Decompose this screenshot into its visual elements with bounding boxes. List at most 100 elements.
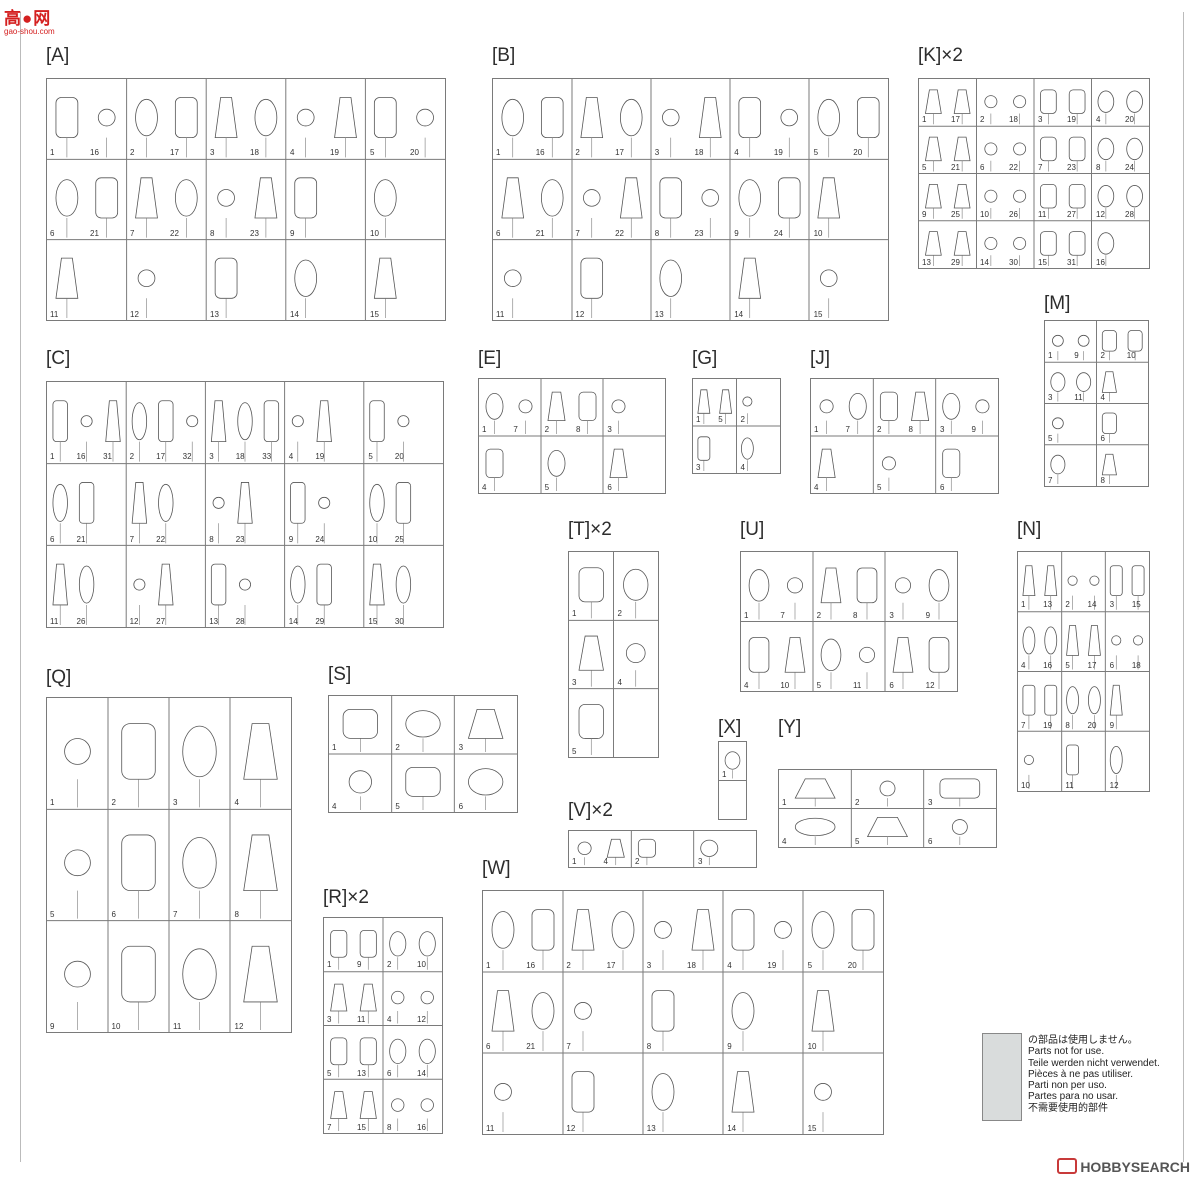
part-a-19 [334,97,357,158]
part-n-6 [1111,635,1122,670]
part-n-8 [1066,686,1079,730]
part-c-26 [78,565,95,626]
part-number-c-11: 11 [50,617,59,626]
part-a-17 [174,97,198,158]
part-number-a-23: 23 [250,229,259,238]
part-r-13 [359,1037,377,1078]
part-k-14 [984,236,998,267]
part-t-5 [578,703,604,756]
part-number-g-4: 4 [740,463,745,472]
part-number-j-7: 7 [845,425,850,434]
part-number-v-2: 2 [635,857,640,866]
part-j-2 [879,391,898,435]
part-number-e-3: 3 [607,425,612,434]
part-c-22 [158,483,174,544]
part-number-b-21: 21 [535,229,545,238]
part-number-y-3: 3 [928,797,933,807]
part-n-3 [1109,565,1123,610]
part-number-u-6: 6 [889,681,894,690]
part-b-2 [580,97,604,158]
part-number-r-1: 1 [327,960,332,970]
sprue-label-j: [J] [810,348,831,369]
part-r-10 [418,931,436,970]
part-b-7 [582,189,601,238]
part-k-1 [925,89,942,125]
part-number-j-1: 1 [814,425,819,434]
part-w-1 [491,911,515,971]
part-number-n-16: 16 [1043,660,1053,670]
part-number-n-1: 1 [1021,600,1026,610]
part-k-31 [1068,231,1086,267]
part-number-n-9: 9 [1109,720,1115,730]
part-number-v-3: 3 [698,857,703,866]
sprue-frame-x: 1 [718,741,747,820]
part-k-2 [984,95,998,125]
part-number-n-2: 2 [1065,600,1070,610]
part-number-b-16: 16 [535,148,545,157]
part-b-5 [817,98,841,158]
sprue-label-k: [K]×2 [918,45,963,66]
part-m-11 [1076,372,1092,402]
part-r-11 [359,983,377,1024]
sprue-label-r: [R]×2 [323,887,369,908]
part-k-17 [953,89,971,125]
part-number-k-4: 4 [1096,114,1101,124]
part-number-q-4: 4 [234,798,239,807]
part-w-8 [651,990,675,1052]
part-number-w-18: 18 [687,960,696,970]
part-number-m-5: 5 [1048,434,1053,444]
part-number-m-2: 2 [1100,350,1105,360]
part-m-7 [1050,454,1066,485]
part-u-2 [820,567,842,620]
part-c-33 [263,400,280,462]
part-number-a-22: 22 [170,229,179,238]
part-number-c-20: 20 [394,452,404,462]
part-number-u-5: 5 [816,681,822,690]
part-number-k-14: 14 [980,258,989,267]
part-number-k-10: 10 [980,210,989,220]
part-number-k-29: 29 [951,258,960,267]
part-q-2 [121,723,156,808]
sprue-runners-e [479,379,665,493]
part-number-b-15: 15 [813,310,823,319]
part-number-y-2: 2 [855,797,860,807]
part-number-q-8: 8 [234,910,239,919]
part-number-k-13: 13 [922,258,931,267]
part-u-4 [748,637,770,690]
part-e-5 [547,450,566,492]
part-b-17 [619,98,643,158]
part-number-q-7: 7 [173,910,178,919]
part-n-10 [1023,754,1034,790]
part-c-18 [237,402,253,462]
part-y-6 [951,819,968,846]
part-g-3 [697,436,711,472]
part-c-30 [395,565,412,626]
part-a-8 [217,189,235,238]
part-q-11 [182,948,217,1031]
part-c-31 [105,400,121,462]
part-number-w-3: 3 [646,960,652,970]
part-b-22 [619,177,643,238]
part-number-m-4: 4 [1100,392,1105,402]
sprue-label-v: [V]×2 [568,800,613,821]
part-k-29 [953,231,971,267]
part-number-q-1: 1 [50,798,55,807]
part-number-e-4: 4 [482,483,487,492]
sprue-label-m: [M] [1044,293,1071,314]
part-g-2 [742,396,753,425]
part-number-b-19: 19 [773,148,783,157]
part-number-r-8: 8 [387,1123,392,1132]
part-number-k-25: 25 [951,210,960,220]
part-number-c-12: 12 [129,617,139,626]
part-number-b-12: 12 [575,310,585,319]
part-w-15 [814,1083,832,1133]
part-number-y-4: 4 [782,837,787,846]
part-number-r-9: 9 [357,960,362,970]
part-s-6 [468,768,504,811]
part-number-g-2: 2 [740,415,745,424]
sprue-label-y: [Y] [778,717,802,738]
sprue-label-u: [U] [740,519,765,540]
part-c-32 [186,415,199,462]
